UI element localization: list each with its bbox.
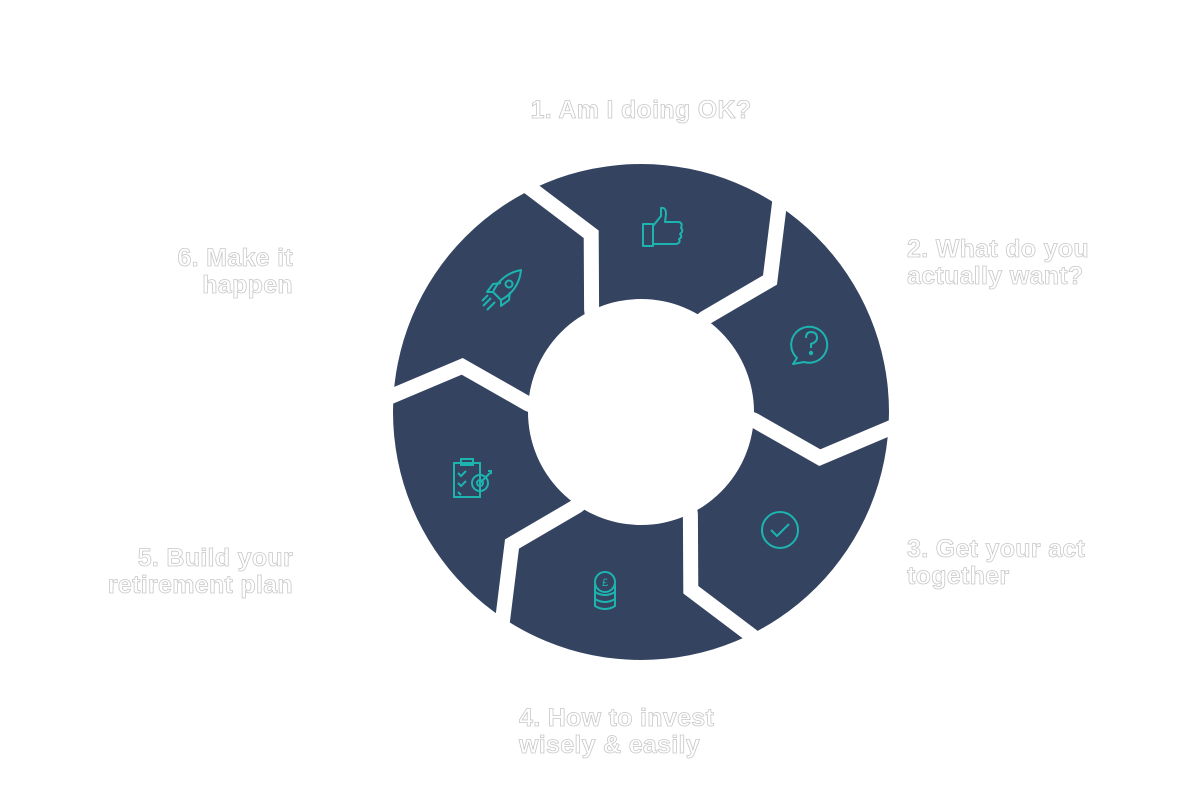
svg-text:£: £: [602, 577, 608, 589]
step-1-label: 1. Am I doing OK?: [530, 96, 752, 124]
clipboard-target-icon: [453, 458, 492, 498]
pound-coins-icon: £: [594, 571, 616, 610]
question-bubble-icon: [790, 325, 829, 365]
rocket-icon: [481, 269, 522, 311]
thumbs-up-icon: [642, 206, 684, 247]
ring-center-hole: [528, 299, 754, 525]
check-circle-icon: [761, 511, 799, 549]
